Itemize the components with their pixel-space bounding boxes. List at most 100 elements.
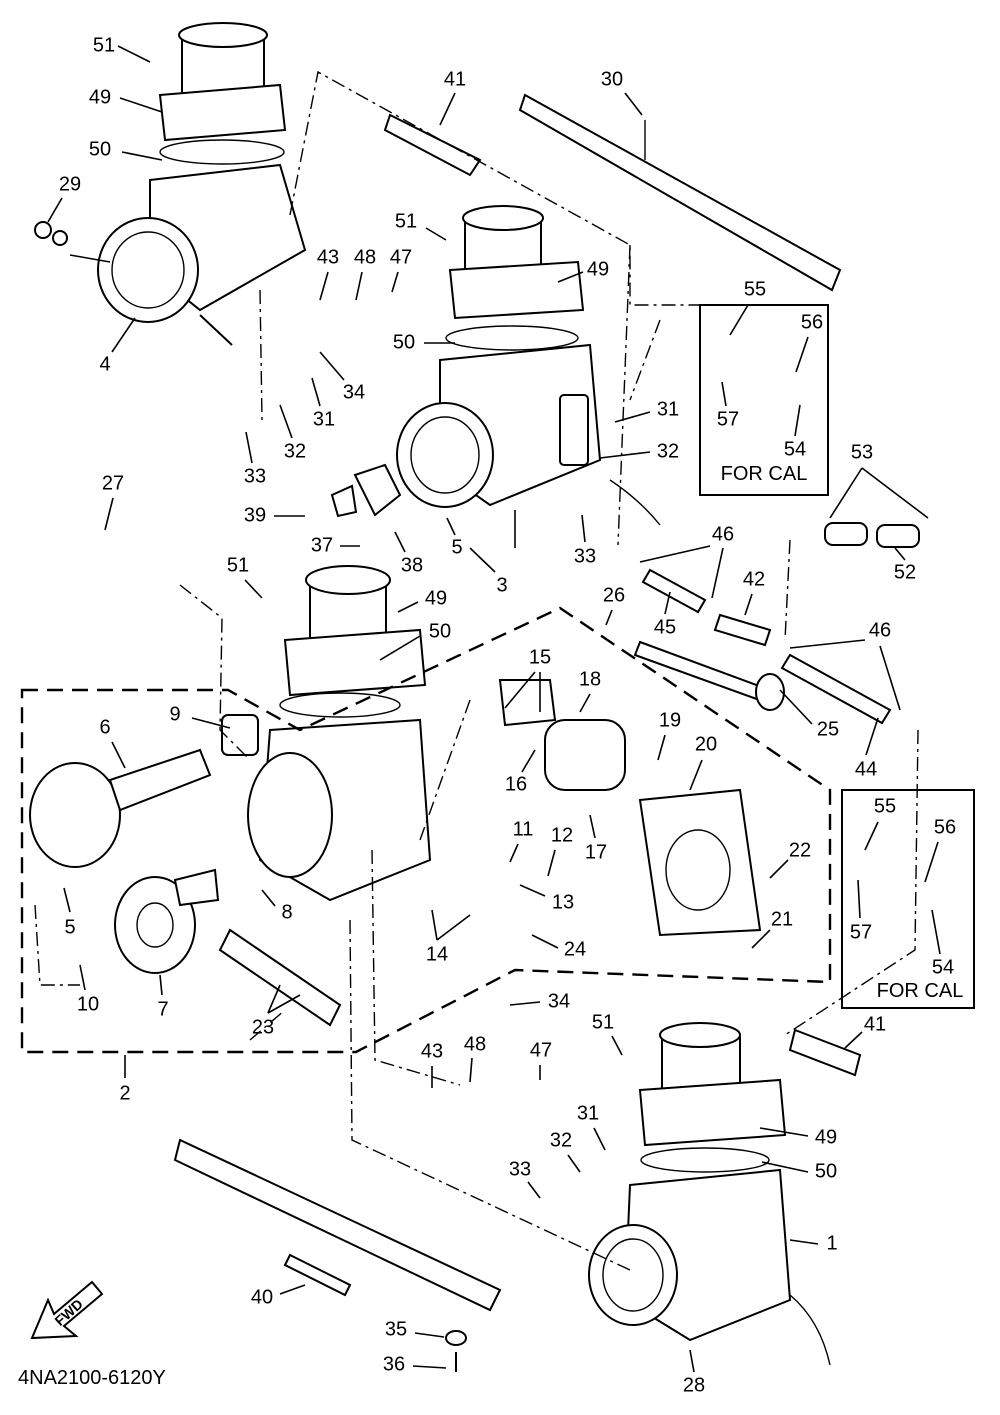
leader-32 — [567, 1154, 581, 1173]
callout-51: 51 — [227, 554, 249, 576]
leader-35 — [414, 1332, 445, 1338]
callout-33: 33 — [244, 465, 266, 487]
callout-6: 6 — [99, 716, 110, 738]
leader-27 — [104, 497, 114, 531]
carburetor-2-drawing — [29, 565, 762, 1027]
leader-38 — [394, 531, 406, 553]
leader-26 — [605, 609, 613, 626]
callout-51: 51 — [395, 210, 417, 232]
leader-14 — [436, 914, 471, 941]
callout-49: 49 — [815, 1126, 837, 1148]
callout-32: 32 — [657, 440, 679, 462]
for-cal-label-top: FOR CAL — [721, 463, 808, 485]
leader-48 — [355, 271, 363, 301]
callout-54: 54 — [932, 956, 954, 978]
for-cal-label-bottom: FOR CAL — [877, 980, 964, 1002]
callout-26: 26 — [603, 584, 625, 606]
leader-23 — [267, 984, 281, 1014]
leader-34 — [319, 351, 345, 381]
for-cal-box-top — [699, 304, 829, 496]
callout-16: 16 — [505, 773, 527, 795]
callout-12: 12 — [551, 824, 573, 846]
callout-46: 46 — [712, 523, 734, 545]
callout-2: 2 — [119, 1082, 130, 1104]
leader-50 — [379, 635, 421, 661]
callout-41: 41 — [444, 68, 466, 90]
callout-20: 20 — [695, 733, 717, 755]
callout-42: 42 — [743, 568, 765, 590]
leader-46 — [639, 545, 711, 563]
leader-5 — [446, 517, 456, 536]
callout-8: 8 — [281, 901, 292, 923]
leader-3 — [469, 547, 496, 573]
callout-18: 18 — [579, 668, 601, 690]
callout-49: 49 — [89, 86, 111, 108]
leader-46 — [789, 639, 866, 649]
callout-29: 29 — [59, 173, 81, 195]
leader-46 — [711, 547, 724, 599]
leader-31 — [311, 377, 321, 407]
leader-12 — [547, 849, 556, 877]
leader-41 — [844, 1031, 863, 1049]
leader-56 — [924, 841, 939, 883]
leader-51 — [611, 1035, 623, 1056]
leader-14 — [431, 909, 438, 941]
callout-57: 57 — [717, 408, 739, 430]
carburetor-3-drawing — [330, 205, 661, 526]
callout-7: 7 — [157, 998, 168, 1020]
leader-51 — [244, 579, 263, 599]
callout-39: 39 — [244, 504, 266, 526]
leader-50 — [121, 151, 163, 161]
leader-7 — [159, 974, 163, 996]
part-illustrations: FWD — [29, 22, 920, 1372]
callout-17: 17 — [585, 841, 607, 863]
callout-45: 45 — [654, 616, 676, 638]
leader-4 — [111, 317, 136, 353]
carburetor-4-drawing — [34, 22, 307, 346]
leader-31 — [593, 1127, 606, 1151]
leader-28 — [689, 1349, 695, 1373]
callout-48: 48 — [464, 1033, 486, 1055]
callout-56: 56 — [934, 816, 956, 838]
callout-32: 32 — [550, 1129, 572, 1151]
leader-42 — [744, 593, 753, 616]
assembly-lines — [34, 70, 919, 1271]
callout-5: 5 — [451, 536, 462, 558]
leader-33 — [581, 514, 586, 543]
drawing-code: 4NA2100-6120Y — [18, 1367, 166, 1389]
leader-10 — [79, 964, 86, 991]
callout-33: 33 — [509, 1158, 531, 1180]
callout-53: 53 — [851, 441, 873, 463]
leader-49 — [119, 97, 163, 113]
leader-53 — [829, 467, 863, 519]
leader-29 — [47, 197, 63, 223]
callout-50: 50 — [89, 138, 111, 160]
leader-6 — [111, 741, 126, 769]
leader-41 — [439, 92, 456, 126]
callout-50: 50 — [393, 331, 415, 353]
leader-22 — [769, 859, 789, 879]
callout-15: 15 — [529, 646, 551, 668]
leader-43 — [319, 271, 329, 301]
callout-34: 34 — [343, 381, 365, 403]
callout-43: 43 — [317, 246, 339, 268]
fitting-41-top-drawing — [383, 113, 482, 177]
callout-leaders — [47, 45, 941, 1373]
callout-19: 19 — [659, 709, 681, 731]
callout-44: 44 — [855, 758, 877, 780]
callout-49: 49 — [425, 587, 447, 609]
callout-10: 10 — [77, 993, 99, 1015]
leader-15 — [504, 671, 536, 709]
leader-51 — [425, 227, 447, 241]
leader-11 — [509, 843, 519, 863]
callout-55: 55 — [744, 278, 766, 300]
leader-55 — [864, 821, 879, 851]
callout-38: 38 — [401, 554, 423, 576]
callout-25: 25 — [817, 718, 839, 740]
leader-18 — [579, 693, 591, 713]
leader-54 — [931, 909, 941, 955]
callout-9: 9 — [169, 703, 180, 725]
callout-40: 40 — [251, 1286, 273, 1308]
